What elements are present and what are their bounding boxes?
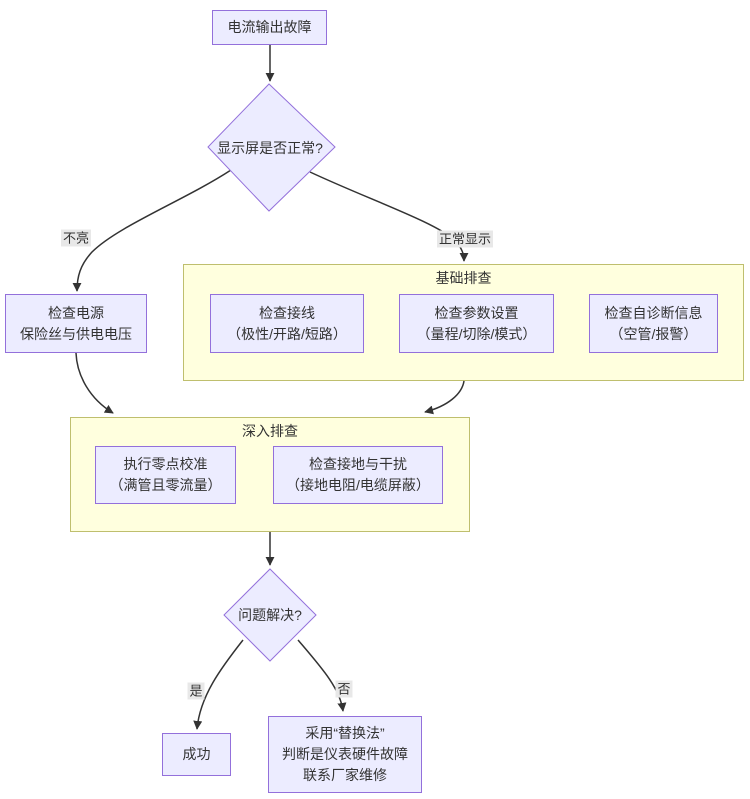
- node-check-params: 检查参数设置 （量程/切除/模式）: [399, 294, 554, 353]
- node-success: 成功: [162, 733, 231, 776]
- decision-solved-label: 问题解决?: [238, 607, 302, 623]
- node-check-diagnostics: 检查自诊断信息 （空管/报警）: [589, 294, 718, 353]
- edge-label-not-lit: 不亮: [60, 229, 92, 247]
- decision-display-diamond: [207, 83, 336, 212]
- edge-label-no: 否: [335, 680, 353, 698]
- decision-solved-diamond: [223, 568, 317, 662]
- edge-display-to-basic: [309, 171, 469, 262]
- edge-solved-to-success: [193, 639, 244, 730]
- node-start: 电流输出故障: [212, 10, 327, 45]
- edge-label-yes: 是: [187, 682, 205, 700]
- node-check-power: 检查电源 保险丝与供电电压: [5, 294, 147, 353]
- edge-display-to-power: [72, 169, 232, 292]
- edge-power-to-deep: [75, 352, 114, 414]
- node-check-wiring: 检查接线 （极性/开路/短路）: [210, 294, 364, 353]
- subgraph-deep-title: 深入排查: [242, 423, 298, 439]
- edge-basic-to-deep: [424, 380, 465, 415]
- edge-label-normal-display: 正常显示: [436, 230, 494, 248]
- node-replacement: 采用“替换法” 判断是仪表硬件故障 联系厂家维修: [268, 716, 422, 793]
- decision-display-label: 显示屏是否正常?: [217, 140, 323, 156]
- node-check-grounding: 检查接地与干扰 （接地电阻/电缆屏蔽）: [273, 446, 443, 504]
- edge-solved-to-replacement: [297, 639, 347, 712]
- node-zero-calibration: 执行零点校准 （满管且零流量）: [95, 446, 236, 504]
- subgraph-basic-title: 基础排查: [435, 270, 492, 286]
